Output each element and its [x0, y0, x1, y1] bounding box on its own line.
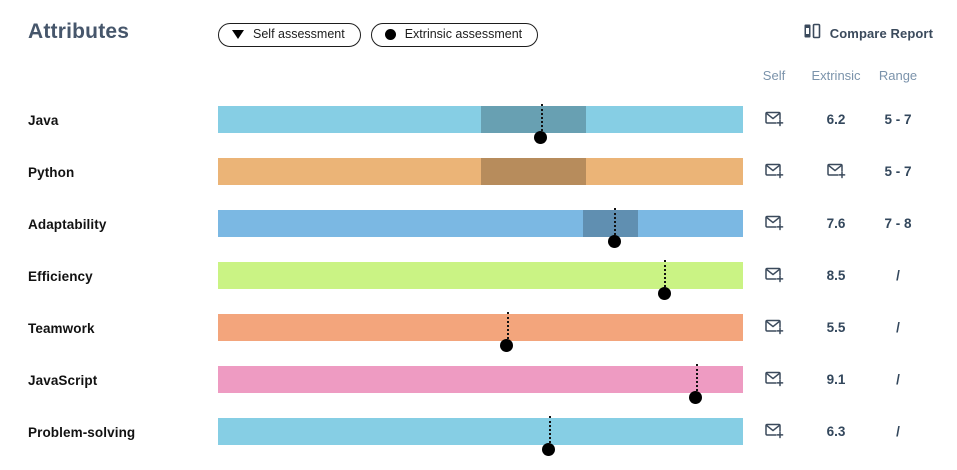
extrinsic-value: 6.3 — [826, 424, 846, 439]
attribute-bar-track[interactable] — [218, 260, 743, 300]
envelope-plus-icon — [764, 266, 784, 288]
range-value: / — [896, 320, 900, 335]
extrinsic-marker-dot[interactable] — [542, 443, 556, 456]
extrinsic-marker-dot[interactable] — [500, 339, 514, 352]
envelope-plus-icon — [764, 162, 784, 184]
extrinsic-marker-dot[interactable] — [534, 131, 548, 144]
envelope-plus-icon — [826, 162, 846, 184]
attribute-bar — [218, 366, 743, 393]
attribute-bar — [218, 210, 743, 237]
compare-report-button[interactable]: Compare Report — [803, 22, 933, 45]
request-self-assessment-button[interactable] — [748, 266, 800, 288]
extrinsic-marker-line — [506, 312, 509, 343]
request-extrinsic-assessment-button[interactable] — [810, 162, 862, 184]
table-row: Java 6.2 5 - 7 — [0, 98, 957, 150]
attribute-bar-track[interactable] — [218, 364, 743, 404]
page-title: Attributes — [28, 20, 130, 43]
table-row: JavaScript 9.1 / — [0, 358, 957, 410]
extrinsic-value: 6.2 — [826, 112, 846, 127]
table-row: Python 5 - 7 — [0, 150, 957, 202]
attribute-label: Java — [28, 113, 59, 128]
table-row: Teamwork 5.5 / — [0, 306, 957, 358]
request-self-assessment-button[interactable] — [748, 162, 800, 184]
request-self-assessment-button[interactable] — [748, 422, 800, 444]
attribute-bar — [218, 158, 743, 185]
triangle-down-icon — [232, 29, 244, 39]
extrinsic-marker-dot[interactable] — [657, 287, 671, 300]
range-value: / — [896, 372, 900, 387]
range-value: / — [896, 268, 900, 283]
range-band — [480, 106, 586, 133]
request-self-assessment-button[interactable] — [748, 318, 800, 340]
extrinsic-value: 8.5 — [826, 268, 846, 283]
attribute-label: Efficiency — [28, 269, 93, 284]
extrinsic-marker-line — [695, 364, 698, 395]
request-self-assessment-button[interactable] — [748, 110, 800, 132]
column-header-self: Self — [762, 68, 786, 83]
attribute-bar — [218, 418, 743, 445]
attribute-bar — [218, 262, 743, 289]
attribute-label: JavaScript — [28, 373, 98, 388]
attribute-bar-track[interactable] — [218, 208, 743, 248]
table-row: Efficiency 8.5 / — [0, 254, 957, 306]
legend-group: Self assessment Extrinsic assessment — [218, 23, 539, 47]
extrinsic-marker-dot[interactable] — [689, 391, 703, 404]
compare-report-label: Compare Report — [829, 26, 933, 41]
envelope-plus-icon — [764, 370, 784, 392]
table-row: Adaptability 7.6 7 - 8 — [0, 202, 957, 254]
attribute-bar-track[interactable] — [218, 312, 743, 352]
range-value: 5 - 7 — [884, 112, 912, 127]
attribute-bar-track[interactable] — [218, 416, 743, 456]
extrinsic-marker-line — [540, 104, 543, 135]
legend-extrinsic-assessment[interactable]: Extrinsic assessment — [370, 23, 539, 47]
extrinsic-marker-line — [664, 260, 667, 291]
legend-self-assessment[interactable]: Self assessment — [218, 23, 361, 47]
envelope-plus-icon — [764, 422, 784, 444]
request-self-assessment-button[interactable] — [748, 214, 800, 236]
envelope-plus-icon — [764, 214, 784, 236]
extrinsic-value: 9.1 — [826, 372, 846, 387]
column-headers: Self Extrinsic Range — [0, 68, 957, 90]
extrinsic-value: 7.6 — [826, 216, 846, 231]
extrinsic-marker-line — [614, 208, 617, 239]
column-header-extrinsic: Extrinsic — [811, 68, 861, 83]
extrinsic-marker-line — [548, 416, 551, 447]
range-value: / — [896, 424, 900, 439]
attribute-label: Adaptability — [28, 217, 107, 232]
extrinsic-value: 5.5 — [826, 320, 846, 335]
attribute-bar — [218, 106, 743, 133]
attribute-label: Python — [28, 165, 75, 180]
range-value: 5 - 7 — [884, 164, 912, 179]
legend-extrinsic-assessment-label: Extrinsic assessment — [404, 27, 523, 41]
extrinsic-marker-dot[interactable] — [607, 235, 621, 248]
range-band — [480, 158, 586, 185]
attribute-bar — [218, 314, 743, 341]
attribute-bar-track[interactable] — [218, 158, 743, 185]
attribute-label: Teamwork — [28, 321, 95, 336]
compare-report-icon — [803, 22, 821, 45]
envelope-plus-icon — [764, 318, 784, 340]
filled-circle-icon — [384, 28, 396, 40]
attribute-rows: Java 6.2 5 - 7 Python 5 - 7 Adaptability 7.6 7 … — [0, 98, 957, 462]
table-row: Problem-solving 6.3 / — [0, 410, 957, 462]
column-header-range: Range — [878, 68, 918, 83]
envelope-plus-icon — [764, 110, 784, 132]
request-self-assessment-button[interactable] — [748, 370, 800, 392]
range-band — [582, 210, 638, 237]
legend-self-assessment-label: Self assessment — [253, 27, 345, 41]
attribute-label: Problem-solving — [28, 425, 136, 440]
attribute-bar-track[interactable] — [218, 104, 743, 144]
range-value: 7 - 8 — [884, 216, 912, 231]
page-header: Attributes Self assessment Extrinsic ass… — [0, 0, 957, 66]
